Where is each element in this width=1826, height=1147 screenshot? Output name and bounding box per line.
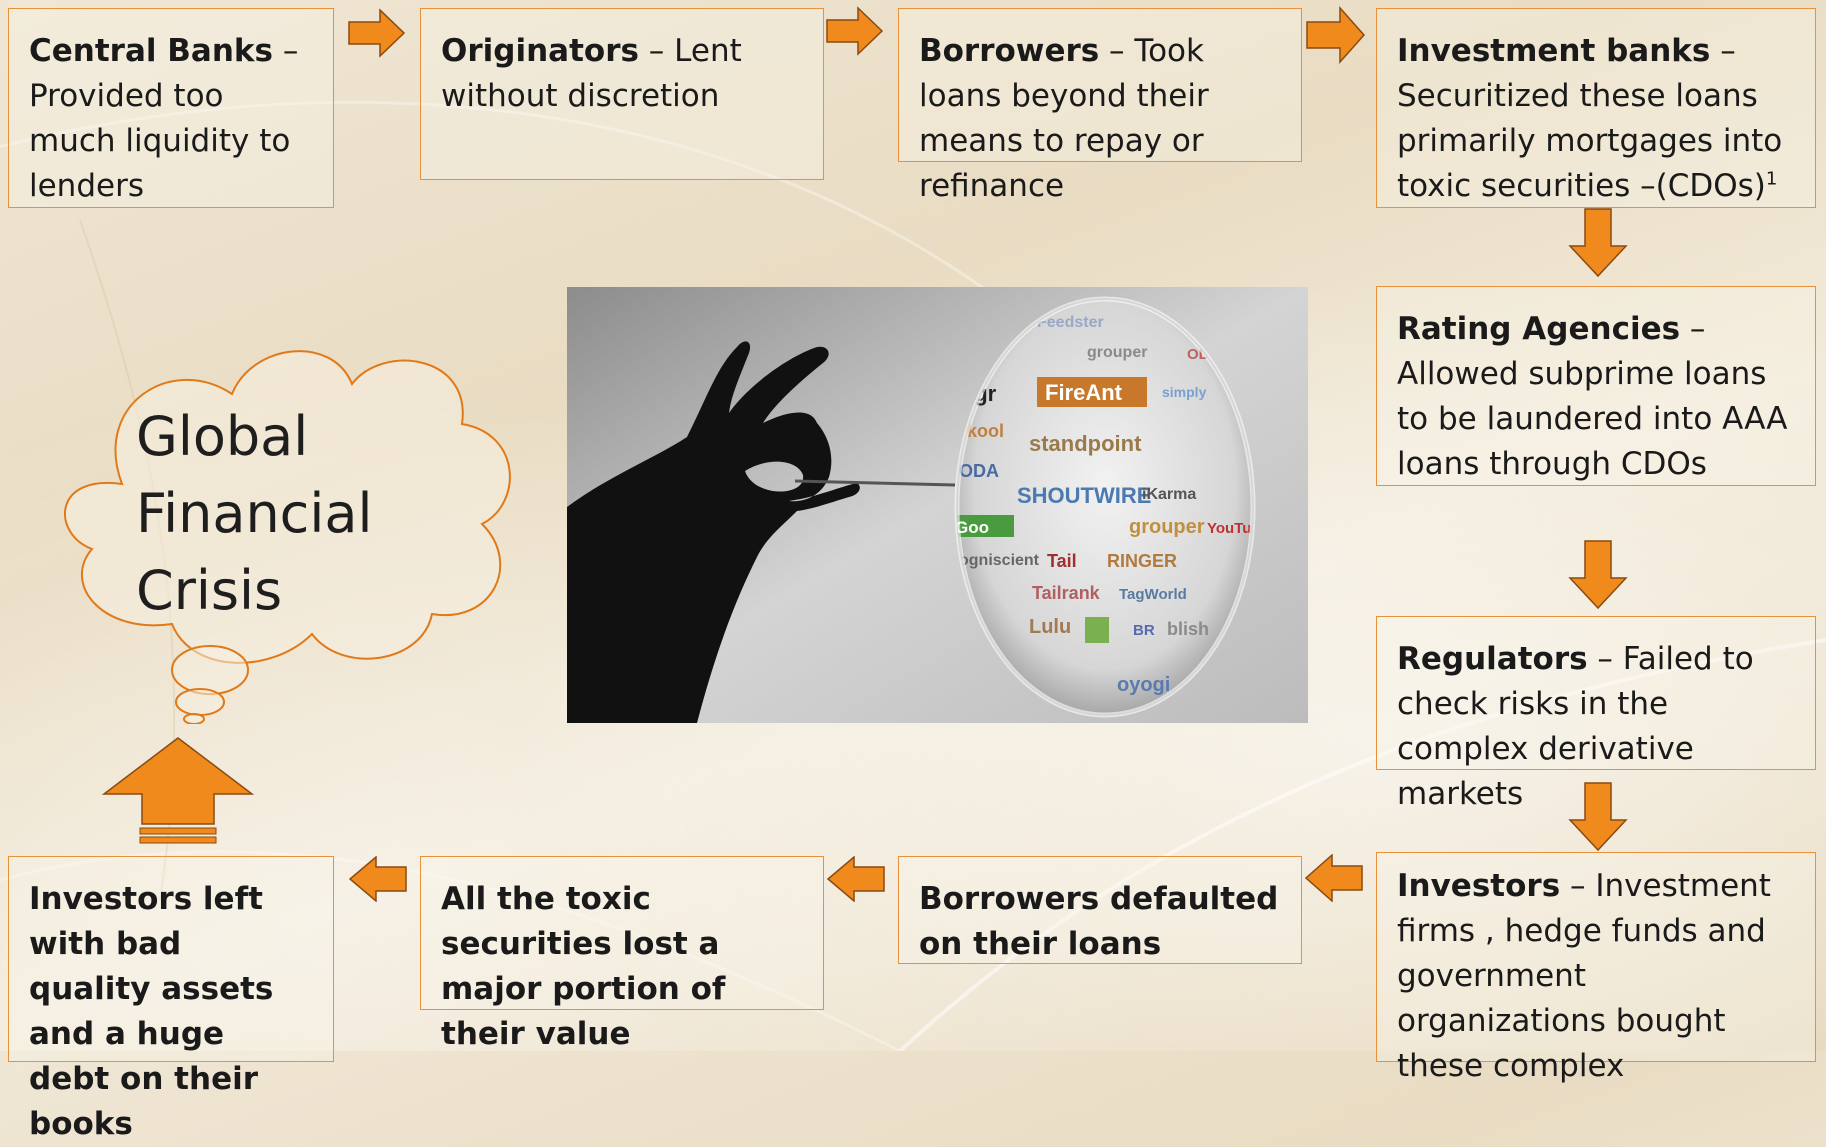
logo-text: YouTube bbox=[1207, 520, 1269, 537]
logo-text: simply bbox=[1162, 384, 1207, 400]
originators-title: Originators bbox=[441, 33, 639, 69]
logo-text: ogniscient bbox=[959, 552, 1040, 569]
logo-text: Goo bbox=[955, 518, 989, 537]
investment-banks-title: Investment banks bbox=[1397, 33, 1711, 69]
regulators-box: Regulators – Failed to check risks in th… bbox=[1376, 616, 1816, 812]
cloud-text: Global Financial Crisis bbox=[136, 398, 372, 629]
up-arrow-icon bbox=[101, 737, 255, 844]
borrowers-text: Took loans beyond their means to repay o… bbox=[919, 33, 1209, 204]
logo-text: iKarma bbox=[1142, 486, 1196, 503]
regulators-text: Failed to check risks in the complex der… bbox=[1397, 641, 1754, 812]
logo-text: Feedster bbox=[1037, 314, 1104, 331]
arrow-icon bbox=[826, 856, 885, 902]
borrowers-defaulted-text: Borrowers defaulted on their loans bbox=[919, 881, 1279, 962]
central-banks-separator: – bbox=[272, 33, 299, 69]
bubble-photo: Feedster Flavor grouper ODDPOST FireAnt … bbox=[567, 287, 1308, 723]
investment-banks-text: Securitized these loans primarily mortga… bbox=[1397, 78, 1783, 204]
investment-banks-box: Investment banks – Securitized these loa… bbox=[1376, 8, 1816, 208]
originators-box: Originators – Lent without discretion bbox=[420, 8, 824, 180]
logo-text: TagWorld bbox=[1119, 586, 1187, 603]
rating-agencies-title: Rating Agencies bbox=[1397, 311, 1681, 347]
rating-agencies-separator: – bbox=[1680, 311, 1706, 347]
logo-text: kool bbox=[967, 421, 1004, 441]
investors-separator: – bbox=[1560, 868, 1596, 904]
borrowers-defaulted-box: Borrowers defaulted on their loans bbox=[898, 856, 1302, 964]
logo-text: standpoint bbox=[1029, 431, 1142, 456]
borrowers-separator: – bbox=[1099, 33, 1135, 69]
logo-text: RINGER bbox=[1107, 551, 1177, 571]
regulators-title: Regulators bbox=[1397, 641, 1588, 677]
arrow-icon bbox=[348, 856, 407, 902]
rating-agencies-box: Rating Agencies – Allowed subprime loans … bbox=[1376, 286, 1816, 486]
cloud-line-3: Crisis bbox=[136, 559, 283, 622]
central-banks-text: Provided too much liquidity to lenders bbox=[29, 78, 291, 204]
logo-text: Tailrank bbox=[1032, 583, 1101, 603]
investors-title: Investors bbox=[1397, 868, 1561, 904]
cloud-line-2: Financial bbox=[136, 482, 373, 545]
rating-agencies-text: Allowed subprime loans to be laundered i… bbox=[1397, 356, 1788, 482]
footnote-marker: 1 bbox=[1765, 168, 1778, 190]
logo-text: Lulu bbox=[1029, 616, 1071, 638]
arrow-icon bbox=[1568, 540, 1628, 610]
hand-silhouette bbox=[567, 341, 860, 723]
investors-box: Investors – Investment firms , hedge fun… bbox=[1376, 852, 1816, 1084]
arrow-icon bbox=[1306, 6, 1366, 64]
arrow-icon bbox=[348, 8, 406, 58]
cloud-line-1: Global bbox=[136, 405, 309, 468]
arrow-icon bbox=[826, 6, 884, 56]
investors-left-text: Investors left with bad quality assets a… bbox=[29, 881, 274, 1142]
logo-text: FireAnt bbox=[1045, 380, 1123, 405]
toxic-securities-box: All the toxic securities lost a major po… bbox=[420, 856, 824, 1052]
thought-cloud-icon bbox=[63, 350, 511, 724]
arrow-icon bbox=[1568, 782, 1628, 852]
logo-text: Tail bbox=[1047, 551, 1077, 571]
logo-text: BR bbox=[1133, 622, 1155, 639]
arrow-icon bbox=[1304, 854, 1363, 902]
originators-separator: – bbox=[638, 33, 675, 69]
toxic-securities-text: All the toxic securities lost a major po… bbox=[441, 881, 726, 1052]
investors-left-box: Investors left with bad quality assets a… bbox=[8, 856, 334, 1142]
logo-text: grouper bbox=[1087, 344, 1147, 361]
borrowers-title: Borrowers bbox=[919, 33, 1100, 69]
central-banks-box: Central Banks – Provided too much liquid… bbox=[8, 8, 334, 208]
central-banks-title: Central Banks bbox=[29, 33, 273, 69]
logo-text: SHOUTWIRE bbox=[1017, 483, 1151, 508]
logo-text: blish bbox=[1167, 619, 1209, 639]
originators-text: Lent without discretion bbox=[441, 33, 742, 114]
logo-text: grouper bbox=[1129, 516, 1205, 538]
regulators-separator: – bbox=[1587, 641, 1623, 677]
arrow-icon bbox=[1568, 208, 1628, 278]
borrowers-box: Borrowers – Took loans beyond their mean… bbox=[898, 8, 1302, 204]
investment-banks-separator: – bbox=[1710, 33, 1736, 69]
logo-text: ODA bbox=[959, 461, 999, 481]
logo-text: oyogi bbox=[1117, 674, 1170, 696]
